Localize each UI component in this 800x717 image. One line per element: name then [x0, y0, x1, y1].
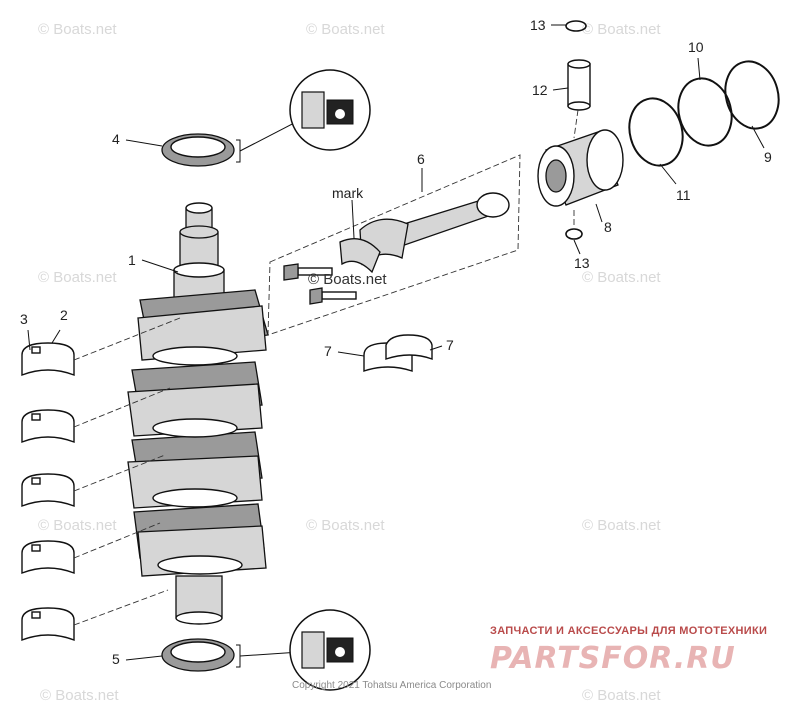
leader-lines: [27, 24, 765, 661]
oil-seal-lower: [161, 638, 301, 672]
callout-labels: 1 2 3 4 5 6 7 7 8 9 10 11 12 13 13 mark: [20, 17, 772, 667]
callout-10: 10: [688, 39, 704, 55]
callout-5: 5: [112, 651, 120, 667]
callout-9: 9: [764, 149, 772, 165]
watermark: © Boats.net: [582, 21, 661, 38]
watermark-layer: © Boats.net © Boats.net © Boats.net © Bo…: [38, 21, 661, 704]
piston-ring-11: [628, 97, 684, 167]
piston-ring-9: [724, 60, 780, 130]
rod-bearings: [363, 334, 433, 372]
watermark: © Boats.net: [38, 21, 117, 38]
oil-seal-upper: [161, 119, 301, 167]
bearing-set-1: [21, 342, 75, 377]
crankshaft: [127, 202, 269, 625]
rod-bolt-1: [283, 263, 333, 281]
brand-overlay: ЗАПЧАСТИ И АКСЕССУАРЫ ДЛЯ МОТОТЕХНИКИ PA…: [490, 625, 767, 676]
seal-detail-upper: [289, 69, 371, 151]
watermark: © Boats.net: [38, 269, 117, 286]
watermark: © Boats.net: [306, 517, 385, 534]
callout-8: 8: [604, 219, 612, 235]
brand-name: PARTSFOR.RU: [490, 641, 736, 676]
callout-6: 6: [417, 151, 425, 167]
callout-12: 12: [532, 82, 548, 98]
bearing-set-2: [21, 409, 75, 444]
callout-13b: 13: [574, 255, 590, 271]
rod-bolt-2: [309, 287, 357, 305]
mark-label: mark: [332, 185, 364, 201]
bearing-set-4: [21, 540, 75, 575]
callout-4: 4: [112, 131, 120, 147]
seal-detail-lower: [289, 609, 371, 691]
watermark: © Boats.net: [40, 687, 119, 704]
callout-2: 2: [60, 307, 68, 323]
copyright-text: Copyright 2021 Tohatsu America Corporati…: [292, 680, 491, 691]
brand-tagline: ЗАПЧАСТИ И АКСЕССУАРЫ ДЛЯ МОТОТЕХНИКИ: [490, 625, 767, 637]
callout-3: 3: [20, 311, 28, 327]
connecting-rod-assembly: [267, 154, 521, 336]
watermark-center: © Boats.net: [308, 271, 387, 288]
watermark: © Boats.net: [582, 517, 661, 534]
callout-13a: 13: [530, 17, 546, 33]
callout-11: 11: [676, 187, 691, 203]
callout-7a: 7: [324, 343, 332, 359]
pin-clip-lower: [565, 228, 583, 240]
piston-ring-10: [677, 77, 733, 147]
callout-1: 1: [128, 252, 136, 268]
pin-clip-upper: [565, 20, 587, 32]
watermark: © Boats.net: [38, 517, 117, 534]
bearing-set-5: [21, 607, 75, 642]
watermark: © Boats.net: [306, 21, 385, 38]
main-bearings: [21, 317, 181, 642]
piston: [537, 129, 624, 207]
callout-7b: 7: [446, 337, 454, 353]
watermark: © Boats.net: [582, 687, 661, 704]
bearing-set-3: [21, 473, 75, 508]
piston-pin: [567, 59, 591, 111]
watermark: © Boats.net: [582, 269, 661, 286]
